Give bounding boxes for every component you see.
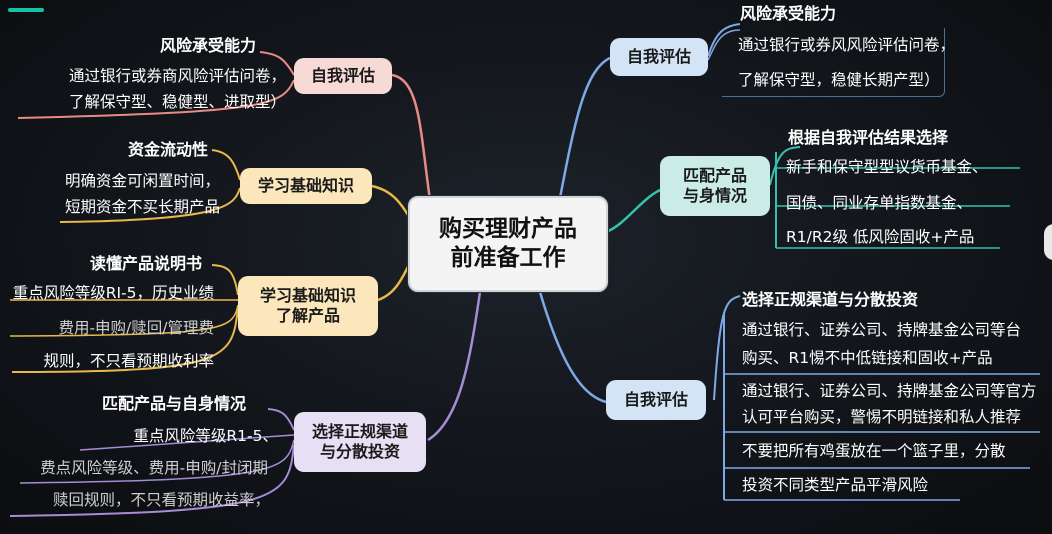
link-center-right-3 [538, 291, 607, 404]
right-3-leaf-3: 通过银行、证券公司、持牌基金公司等官方 [742, 382, 1037, 400]
left-2-leaf-2: 短期资金不买长期产品 [64, 198, 220, 216]
link-right1-box [707, 29, 741, 61]
right-node-3: 自我评估 [606, 380, 706, 420]
center-line-2: 前准备工作 [450, 245, 566, 271]
right-node-2-line-2: 与身情况 [682, 186, 747, 205]
left-4-leaf-1: 重点风险等级R1-5、 [133, 427, 278, 445]
link-left2-leaf [59, 187, 241, 223]
left-node-4: 选择正规渠道 与分散投资 [294, 412, 426, 472]
link-left3-leaf-c [11, 307, 239, 373]
link-left4-leaf-a [79, 434, 295, 451]
right-3-leaf-6: 投资不同类型产品平滑风险 [742, 476, 929, 494]
right-1-leaf-1: 通过银行或券风风险评估问卷， [738, 36, 956, 54]
left-node-2: 学习基础知识 [240, 168, 372, 204]
center-line-1: 购买理财产品 [439, 216, 577, 243]
left-3-leaf-2: 费用-申购/赎回/管理费 [58, 319, 214, 337]
left-2-heading: 资金流动性 [128, 140, 209, 159]
link-right3-heading [713, 295, 741, 401]
right-1-leaf-2: 了解保守型，稳健长期产型） [738, 71, 940, 89]
right-3-leaf-5: 不要把所有鸡蛋放在一个篮子里，分散 [742, 442, 1006, 460]
link-left3-leaf-b [9, 304, 239, 337]
link-center-right-1 [558, 56, 611, 199]
right-node-3-label: 自我评估 [623, 390, 688, 409]
right-3-leaf-1: 通过银行、证券公司、持牌基金公司等台 [742, 321, 1022, 339]
link-left2-heading [211, 149, 241, 181]
left-3-heading: 读懂产品说明书 [90, 254, 203, 273]
link-right1-heading [707, 23, 741, 57]
link-left4-heading [267, 408, 295, 431]
left-node-3-line-2: 了解产品 [275, 306, 340, 325]
link-center-right-2 [605, 188, 661, 234]
right-2-leaf-3: R1/R2级 低风险固收+产品 [786, 228, 975, 246]
left-3-leaf-1: 重点风险等级RI-5，历史业绩 [12, 284, 214, 302]
center-node: 购买理财产品 前准备工作 [408, 196, 608, 292]
link-left1-leaf [17, 79, 295, 119]
left-4-leaf-3: 赎回规则，不只看预期收益率， [52, 491, 270, 509]
left-3-leaf-3: 规则，不只看预期收利率 [43, 352, 214, 370]
right-2-heading: 根据自我评估结果选择 [788, 128, 949, 147]
link-center-left-1 [391, 73, 432, 201]
right-3-leaf-2: 购买、R1惕不中低链接和固收+产品 [742, 349, 993, 367]
left-node-1: 自我评估 [294, 58, 392, 94]
left-2-leaf-1: 明确资金可闲置时间， [64, 172, 220, 190]
left-4-leaf-2: 费点风险等级、费用-申购/封闭期 [40, 459, 268, 477]
accent-bar [8, 8, 44, 12]
right-node-2-line-1: 匹配产品 [682, 166, 747, 185]
right-node-1: 自我评估 [610, 38, 708, 76]
link-center-left-4 [427, 291, 482, 442]
edge-scroll-handle[interactable] [1044, 224, 1052, 260]
left-1-leaf-1: 通过银行或券商风险评估问卷， [68, 67, 286, 85]
right-3-leaf-4: 认可平台购买，警惕不明链接和私人推荐 [742, 408, 1022, 426]
left-node-4-line-2: 与分散投资 [319, 442, 400, 461]
link-left4-leaf-c [9, 444, 295, 517]
left-node-3-line-1: 学习基础知识 [259, 286, 356, 305]
left-1-heading: 风险承受能力 [160, 36, 257, 55]
right-node-1-label: 自我评估 [626, 47, 691, 66]
left-node-1-label: 自我评估 [310, 66, 375, 85]
right-2-leaf-2: 国债、同业存单指数基金、 [786, 194, 973, 212]
link-left1-heading [259, 51, 295, 76]
right-node-2: 匹配产品 与身情况 [660, 156, 770, 216]
link-left3-heading [211, 264, 239, 296]
link-right2-heading [769, 146, 801, 186]
left-node-4-line-1: 选择正规渠道 [311, 422, 408, 441]
left-node-2-label: 学习基础知识 [257, 176, 354, 195]
left-4-heading: 匹配产品与自身情况 [102, 394, 247, 413]
right-2-leaf-1: 新手和保守型型议货币基金、 [786, 158, 988, 176]
link-center-left-2 [371, 184, 414, 223]
left-node-3: 学习基础知识 了解产品 [238, 276, 378, 336]
right-1-heading: 风险承受能力 [740, 4, 837, 23]
right-3-heading: 选择正规渠道与分散投资 [742, 290, 919, 309]
link-center-left-3 [377, 257, 414, 302]
right1-leaf-frame [722, 28, 945, 97]
left-1-leaf-2: 了解保守型、稳健型、进取型） [68, 93, 286, 111]
link-left4-leaf-b [19, 439, 295, 484]
